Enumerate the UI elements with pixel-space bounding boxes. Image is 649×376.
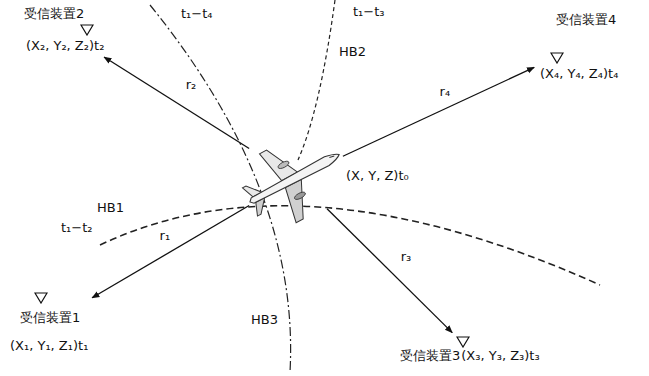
airplane-fuselage: [248, 150, 342, 206]
node-text: (X₄, Y₄, Z₄)t₄: [540, 66, 618, 82]
hyperbola-hb1: [100, 206, 600, 285]
airplane-engine: [293, 191, 306, 201]
node-text: 受信装置4: [556, 12, 616, 28]
curve-label: HB3: [250, 312, 279, 327]
edge-label: r₄: [439, 84, 452, 99]
receiver: 受信装置1 (X₁, Y₁, Z₁)t₁: [8, 290, 90, 356]
receiver-symbol: [457, 337, 469, 347]
edge-label: r₂: [185, 77, 198, 92]
range-arrow: [327, 209, 452, 333]
range-arrow: [343, 67, 534, 156]
curve-label: t₁−t₂: [60, 220, 94, 235]
node-text: (X₁, Y₁, Z₁)t₁: [10, 338, 88, 354]
airplane-cockpit: [329, 155, 334, 158]
range-arrow: [104, 57, 249, 148]
curve-label: t₁−t₃: [352, 4, 386, 19]
aircraft-position: (X, Y, Z)t₀: [250, 148, 342, 208]
receiver-symbol: [551, 53, 563, 63]
node-text: 受信装置2: [24, 6, 84, 22]
receiver: 受信装置4 (X₄, Y₄, Z₄)t₄: [536, 10, 620, 84]
receiver-symbol: [550, 52, 564, 64]
receiver-symbol: [34, 292, 48, 304]
hyperbola-hb2: [298, 0, 335, 160]
receiver-symbol: [81, 25, 93, 35]
node-text: 受信装置1: [20, 310, 80, 326]
node-text: 受信装置3: [400, 348, 460, 364]
curve-label: HB2: [338, 44, 367, 59]
text-row: 受信装置3(X₃, Y₃, Z₃)t₃: [400, 348, 540, 364]
node-text: (X₃, Y₃, Z₃)t₃: [461, 348, 539, 364]
receiver-symbol: [35, 293, 47, 303]
edge-label: r₃: [400, 249, 413, 264]
receiver: 受信装置3(X₃, Y₃, Z₃)t₃: [398, 334, 542, 366]
node-text: (X, Y, Z)t₀: [346, 168, 409, 184]
node-text: (X₂, Y₂, Z₂)t₂: [26, 38, 104, 54]
curve-label: t₁−t₄: [180, 6, 214, 21]
receiver-symbol: [456, 336, 470, 348]
receiver-symbol: [80, 24, 94, 36]
edge-label: r₁: [159, 228, 172, 243]
receiver: 受信装置2 (X₂, Y₂, Z₂)t₂: [16, 4, 106, 56]
airplane-engine: [277, 160, 290, 170]
range-arrow: [92, 206, 249, 298]
curve-label: HB1: [96, 200, 125, 215]
